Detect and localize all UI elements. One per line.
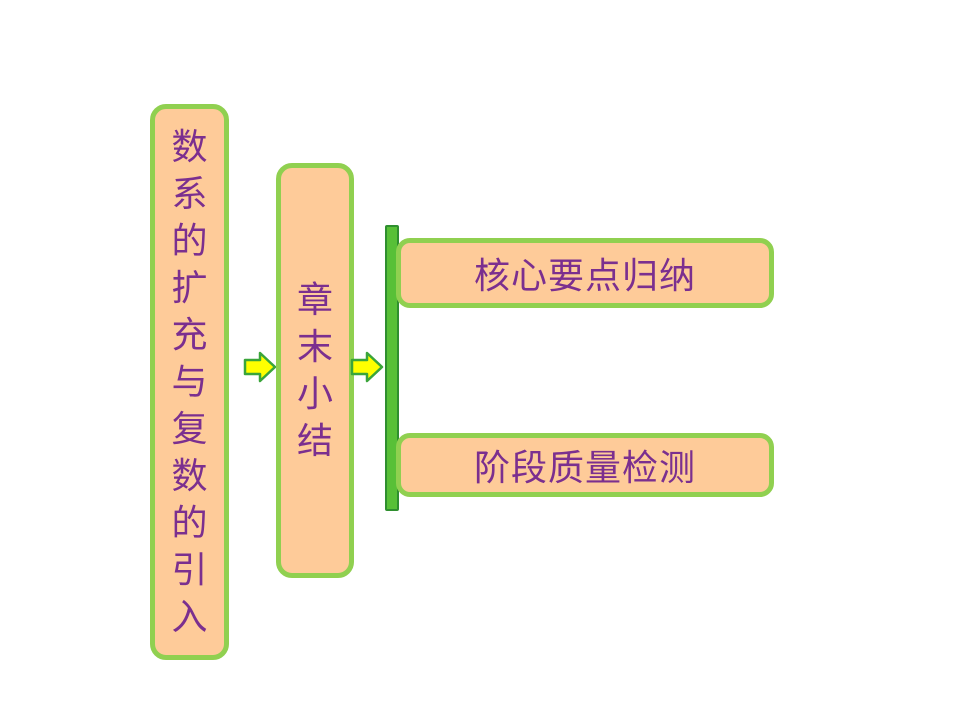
chapter-title-char: 扩	[171, 267, 208, 309]
chapter-title-char: 的	[171, 220, 208, 262]
chapter-title-char: 入	[171, 596, 208, 638]
chapter-title-char: 复	[171, 408, 208, 450]
chapter-title-char: 充	[171, 314, 208, 356]
chapter-summary-char: 末	[296, 326, 333, 368]
chapter-title-char: 与	[171, 361, 208, 403]
chapter-title-char: 数	[171, 455, 208, 497]
chapter-title-char: 引	[171, 549, 208, 591]
chapter-summary-char: 结	[296, 420, 333, 462]
chapter-title-char: 数	[171, 126, 208, 168]
chapter-title-box: 数 系 的 扩 充 与 复 数 的 引 入	[150, 104, 229, 660]
branch-connector-bar	[385, 225, 399, 511]
assessment-button[interactable]: 阶段质量检测	[396, 433, 774, 497]
assessment-label: 阶段质量检测	[473, 448, 696, 489]
key-points-label: 核心要点归纳	[473, 256, 696, 297]
chapter-summary-box[interactable]: 章 末 小 结	[276, 163, 354, 578]
right-arrow-icon	[350, 351, 384, 383]
chapter-summary-char: 章	[296, 279, 333, 321]
right-arrow-icon	[243, 351, 277, 383]
chapter-title-char: 系	[171, 173, 208, 215]
chapter-summary-char: 小	[296, 373, 333, 415]
chapter-title-char: 的	[171, 502, 208, 544]
key-points-button[interactable]: 核心要点归纳	[396, 238, 774, 308]
